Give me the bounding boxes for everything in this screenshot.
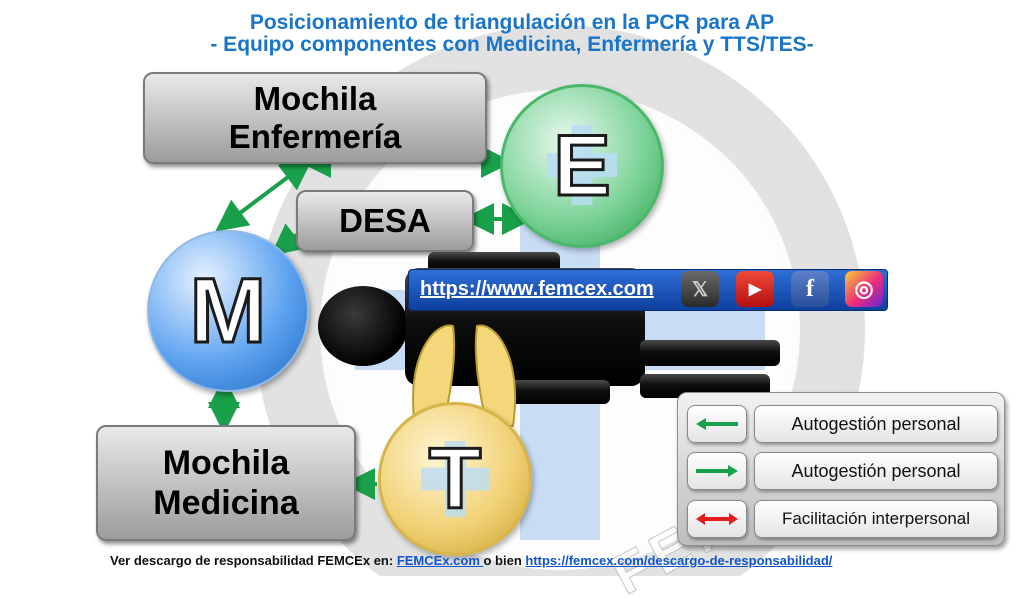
title-line-1: Posicionamiento de triangulación en la P… [249, 11, 775, 34]
mochila-medicina-box: Mochila Medicina [96, 425, 356, 541]
t-arms [412, 324, 517, 427]
facebook-icon[interactable]: f [791, 271, 829, 307]
legend-label-3: Facilitación interpersonal [781, 509, 971, 528]
footer-link-femcex[interactable]: FEMCEx.com [396, 553, 484, 568]
footer-link-descargo[interactable]: https://femcex.com/descargo-de-responsab… [525, 553, 833, 568]
legend-label-3-box: Facilitación interpersonal [754, 500, 998, 538]
arrow-desa-m [270, 223, 306, 256]
mochila-enfermeria-box: Mochila Enfermería [143, 72, 487, 164]
arrow-left-icon [696, 418, 738, 430]
desa-label: DESA [339, 202, 431, 239]
instagram-glyph: ◎ [854, 276, 874, 301]
footer-middle: o bien [483, 553, 526, 568]
mochila-enfermeria-line1: Mochila [253, 80, 377, 117]
legend-arrow-left [687, 405, 747, 443]
title-line-2: - Equipo componentes con Medicina, Enfer… [210, 33, 814, 56]
m-letter: M [188, 258, 268, 363]
mochila-enfermeria-line2: Enfermería [228, 118, 402, 155]
arrow-enf-m [215, 158, 313, 232]
e-circle: E [500, 84, 664, 248]
legend-label-1: Autogestión personal [791, 413, 961, 434]
x-icon[interactable]: 𝕏 [681, 271, 719, 307]
legend-arrow-both [687, 500, 747, 538]
x-glyph: 𝕏 [691, 278, 709, 301]
legend-label-2: Autogestión personal [791, 460, 961, 481]
arrow-right-icon [696, 465, 738, 477]
t-letter: T [427, 429, 483, 528]
mochila-medicina-line2: Medicina [153, 484, 299, 522]
desa-box: DESA [296, 190, 474, 252]
legend-arrow-right [687, 452, 747, 490]
patient-head [318, 286, 408, 366]
facebook-glyph: f [806, 275, 814, 302]
footer-prefix: Ver descargo de responsabilidad FEMCEx e… [110, 553, 397, 568]
t-circle: T [378, 402, 532, 556]
url-link[interactable]: https://www.femcex.com [420, 278, 654, 300]
legend-label-1-box: Autogestión personal [754, 405, 998, 443]
youtube-glyph: ▶ [748, 281, 762, 298]
youtube-icon[interactable]: ▶ [736, 271, 774, 307]
patient-arm-bottom [500, 380, 610, 404]
mochila-medicina-line1: Mochila [162, 444, 290, 482]
footer-disclaimer: Ver descargo de responsabilidad FEMCEx e… [110, 553, 832, 568]
e-letter: E [552, 116, 612, 215]
m-circle: M [147, 230, 309, 392]
arrow-both-icon [696, 513, 738, 525]
instagram-icon[interactable]: ◎ [845, 271, 883, 307]
legend-label-2-box: Autogestión personal [754, 452, 998, 490]
patient-leg-1 [640, 340, 780, 366]
